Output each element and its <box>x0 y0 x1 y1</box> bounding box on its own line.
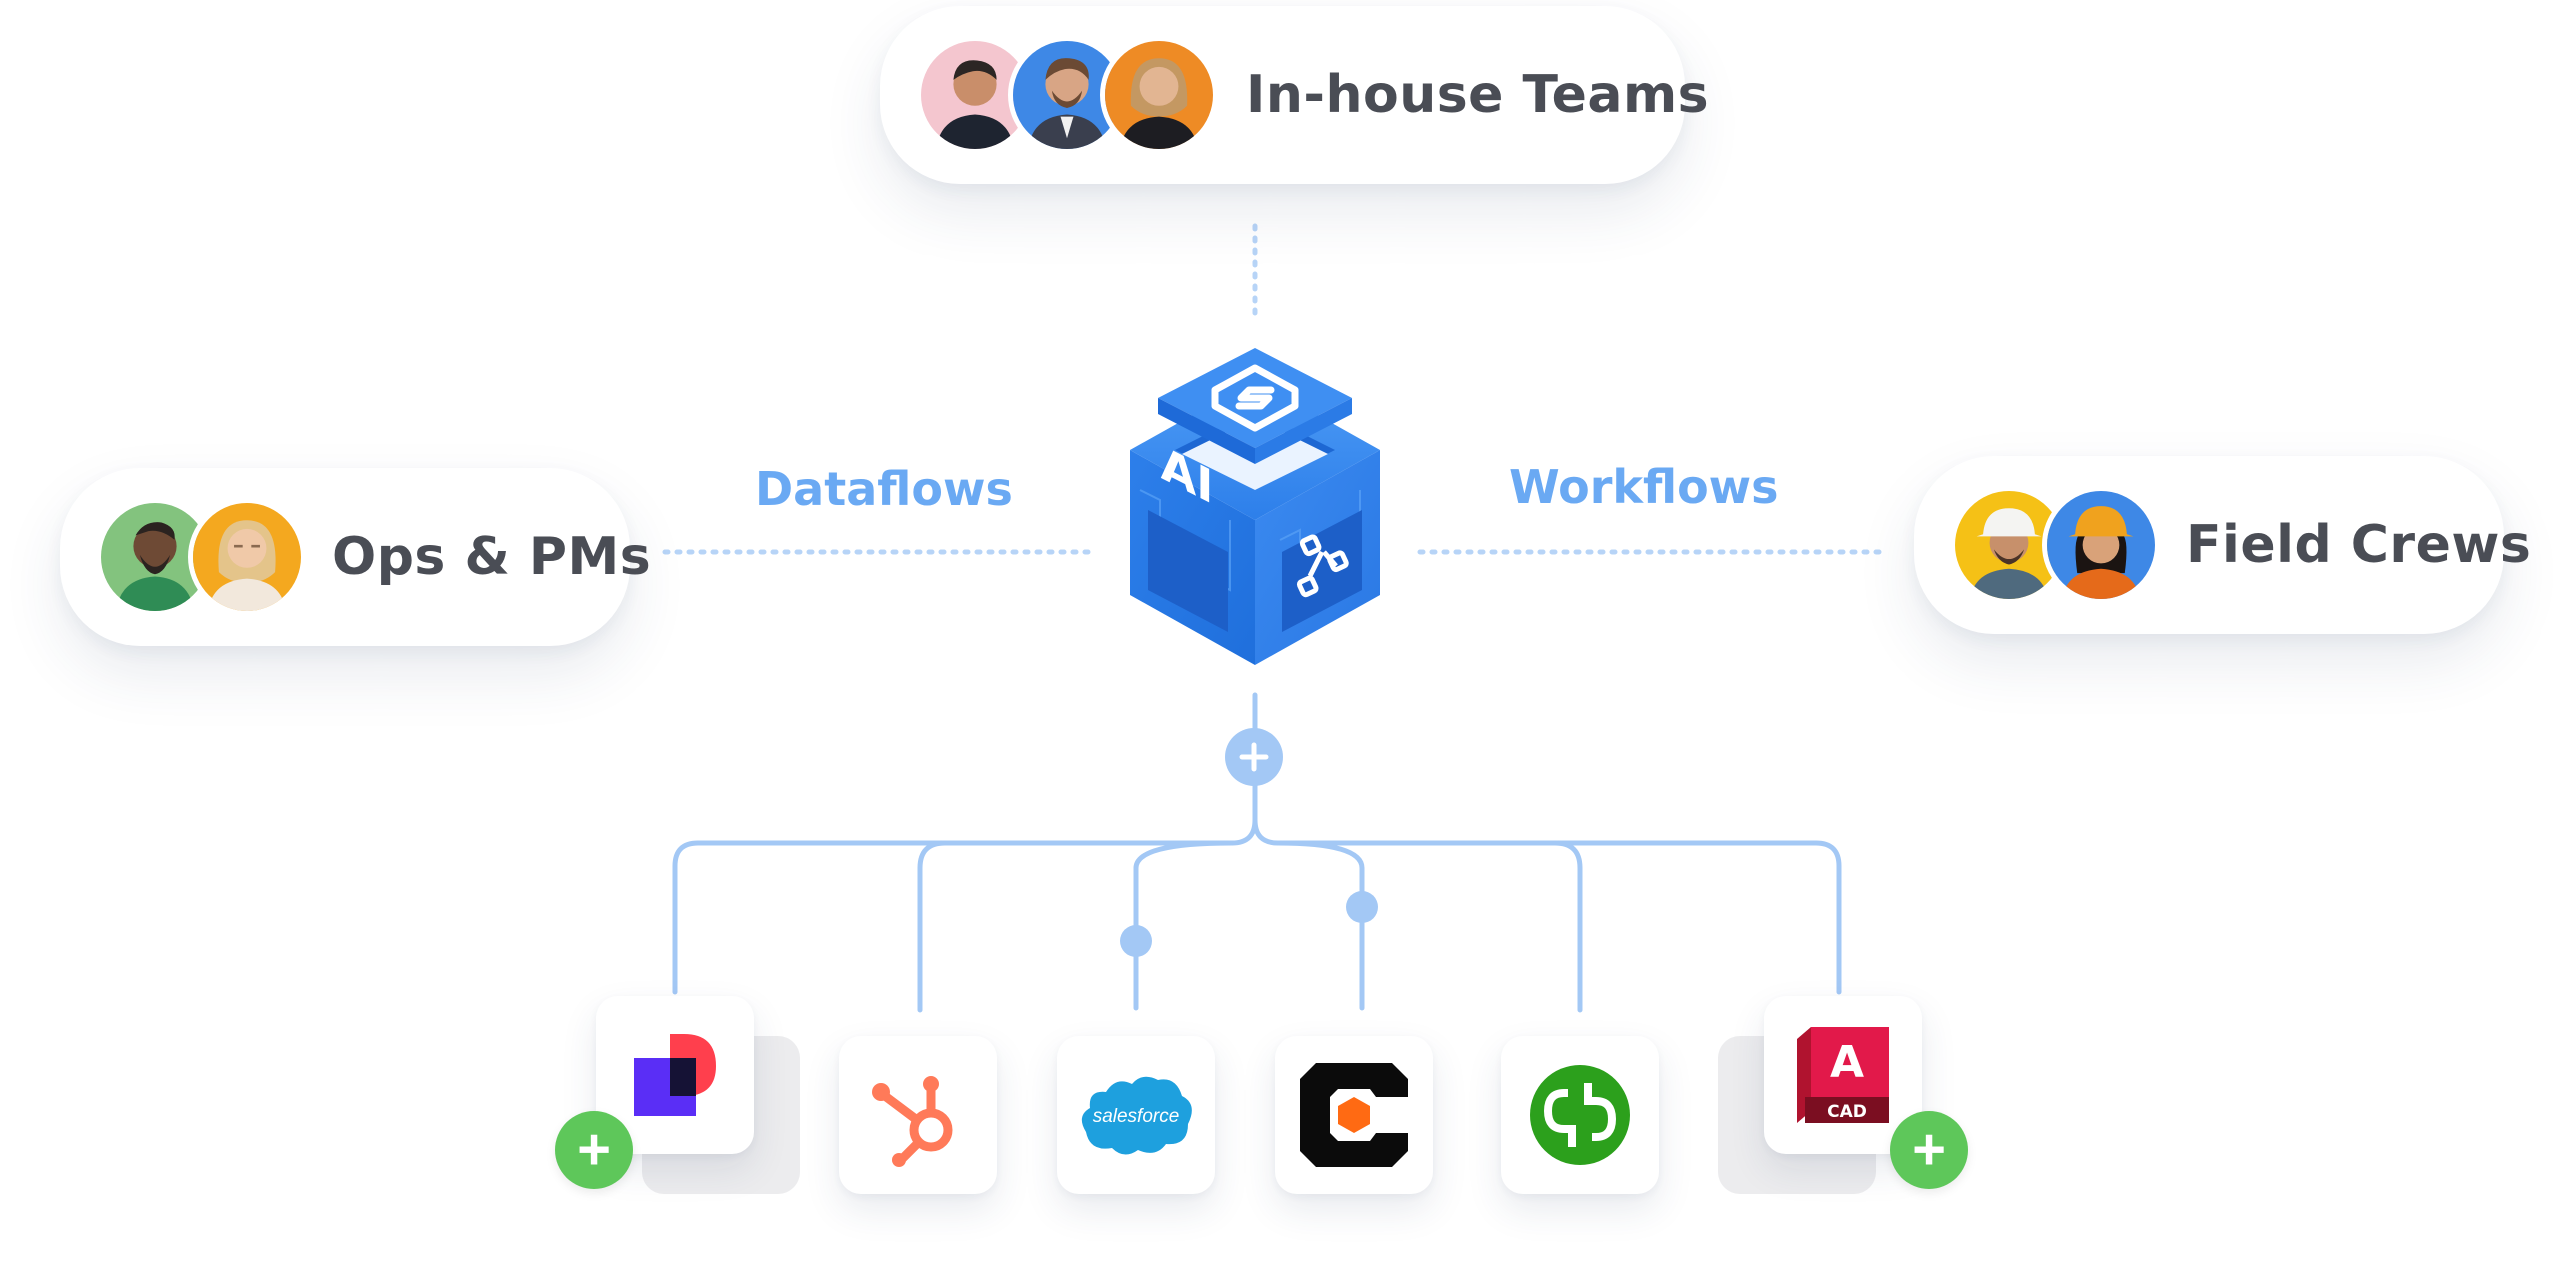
avatar-man-2 <box>1008 36 1126 154</box>
hex-c-card[interactable] <box>1275 1036 1433 1194</box>
field-avatars <box>1950 486 2160 604</box>
salesforce-icon: salesforce <box>1081 1076 1192 1155</box>
field-crews-label: Field Crews <box>2186 515 2532 575</box>
dataflows-label: Dataflows <box>755 462 1013 516</box>
salesforce-card[interactable]: salesforce <box>1057 1036 1215 1194</box>
inhouse-teams-pill: In-house Teams <box>880 6 1709 184</box>
workflows-label: Workflows <box>1509 460 1779 514</box>
ops-avatars <box>96 498 306 616</box>
add-pdf-button[interactable]: + <box>555 1111 633 1189</box>
ops-pms-pill: Ops & PMs <box>60 468 651 646</box>
autocad-cad-text: CAD <box>1827 1102 1867 1122</box>
autocad-letter: A <box>1830 1037 1864 1088</box>
avatar-worker-2 <box>2042 486 2160 604</box>
autocad-icon: A CAD <box>1797 1027 1889 1123</box>
hubspot-icon <box>872 1076 953 1167</box>
avatar-woman-2 <box>188 498 306 616</box>
central-plus-node <box>1225 728 1283 786</box>
hubspot-card[interactable] <box>839 1036 997 1194</box>
quickbooks-icon <box>1530 1065 1630 1165</box>
salesforce-text: salesforce <box>1093 1106 1180 1127</box>
quickbooks-card[interactable] <box>1501 1036 1659 1194</box>
pdf-app-icon <box>634 1034 716 1116</box>
add-autocad-button[interactable]: + <box>1890 1111 1968 1189</box>
inhouse-teams-label: In-house Teams <box>1246 65 1710 125</box>
field-crews-pill: Field Crews <box>1914 456 2531 634</box>
inhouse-avatars <box>916 36 1218 154</box>
ai-hub-cube-icon: AI <box>1130 348 1380 665</box>
avatar-woman-1 <box>1100 36 1218 154</box>
hex-c-icon <box>1300 1063 1408 1167</box>
ops-pms-label: Ops & PMs <box>332 527 652 587</box>
